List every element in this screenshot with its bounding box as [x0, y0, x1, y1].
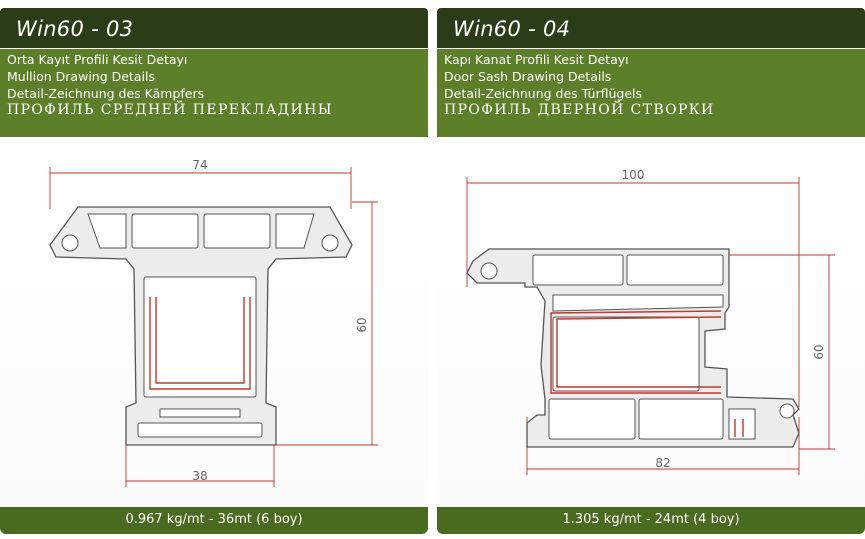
dimension-bottom: 38: [192, 469, 207, 483]
dimension-side: 60: [812, 344, 826, 359]
description-en: Door Sash Drawing Details: [444, 69, 612, 84]
card-subheader: Orta Kayıt Profili Kesit Detayı Mullion …: [0, 49, 428, 137]
mullion-cross-section-drawing: 74 60 38: [49, 158, 378, 487]
card-footer: 0.967 kg/mt - 36mt (6 boy): [0, 507, 428, 534]
steel-reinforcement: [550, 310, 744, 437]
drawing-area: 100 60 82: [437, 137, 865, 507]
drawing-area: 74 60 38: [0, 137, 428, 507]
dimension-top: 100: [622, 168, 645, 182]
card-header: Win60 - 04: [437, 8, 865, 48]
card-title: Win60 - 03: [16, 17, 134, 41]
description-en: Mullion Drawing Details: [7, 69, 155, 84]
description-ru: ПРОФИЛЬ ДВЕРНОЙ СТВОРКИ: [444, 102, 715, 118]
glazing-bead-grooves: [61, 234, 339, 252]
profile-card-door-sash: Win60 - 04 Kapı Kanat Profili Kesit Deta…: [437, 8, 865, 534]
profile-card-mullion: Win60 - 03 Orta Kayıt Profili Kesit Deta…: [0, 8, 428, 534]
description-de: Detail-Zeichnung des Kämpfers: [7, 86, 205, 101]
dimension-lines: [466, 177, 835, 475]
card-footer: 1.305 kg/mt - 24mt (4 boy): [437, 507, 865, 534]
description-ru: ПРОФИЛЬ СРЕДНЕЙ ПЕРЕКЛАДИНЫ: [7, 102, 333, 118]
description-tr: Kapı Kanat Profili Kesit Detayı: [444, 52, 629, 67]
dimension-top: 74: [192, 158, 207, 172]
profile-chambers: [532, 254, 756, 440]
card-title: Win60 - 04: [453, 17, 571, 41]
weight-length-info: 0.967 kg/mt - 36mt (6 boy): [125, 512, 303, 527]
description-tr: Orta Kayıt Profili Kesit Detayı: [7, 52, 188, 67]
steel-reinforcement: [149, 297, 251, 390]
description-de: Detail-Zeichnung des Türflügels: [444, 86, 643, 101]
dimension-bottom: 82: [655, 456, 670, 470]
card-subheader: Kapı Kanat Profili Kesit Detayı Door Sas…: [437, 49, 865, 137]
weight-length-info: 1.305 kg/mt - 24mt (4 boy): [562, 512, 740, 527]
dimension-lines: [49, 167, 378, 487]
card-header: Win60 - 03: [0, 8, 428, 48]
glazing-bead-grooves: [480, 262, 795, 419]
door-sash-cross-section-drawing: 100 60 82: [466, 168, 835, 475]
profile-chambers: [87, 213, 315, 438]
dimension-side: 60: [355, 317, 369, 332]
